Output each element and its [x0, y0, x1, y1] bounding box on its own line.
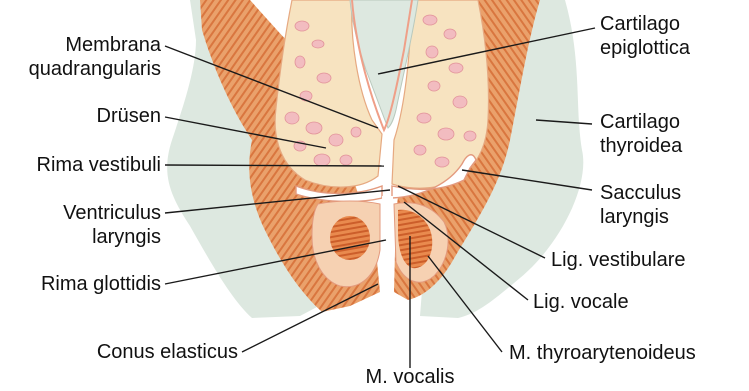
label-m-thyroarytenoideus: M. thyroarytenoideus	[509, 341, 696, 365]
label-rima-vestibuli: Rima vestibuli	[6, 153, 161, 177]
label-lig-vocale: Lig. vocale	[533, 290, 629, 314]
label-line: Sacculus	[600, 181, 681, 205]
label-line: quadrangularis	[16, 57, 161, 81]
label-sacculus-laryngis: Sacculus laryngis	[600, 181, 681, 229]
label-line: thyroidea	[600, 134, 682, 158]
label-ventriculus-laryngis: Ventriculus laryngis	[16, 201, 161, 249]
label-lig-vestibulare: Lig. vestibulare	[551, 248, 686, 272]
label-druesen: Drüsen	[16, 104, 161, 128]
label-line: laryngis	[600, 205, 681, 229]
label-line: Cartilago	[600, 12, 690, 36]
glottis-gap	[382, 196, 394, 300]
label-rima-glottidis: Rima glottidis	[6, 272, 161, 296]
label-membrana-quadrangularis: Membrana quadrangularis	[16, 33, 161, 81]
label-cartilago-epiglottica: Cartilago epiglottica	[600, 12, 690, 60]
label-line: Ventriculus	[16, 201, 161, 225]
label-conus-elasticus: Conus elasticus	[60, 340, 238, 364]
label-m-vocalis: M. vocalis	[345, 365, 475, 389]
label-line: epiglottica	[600, 36, 690, 60]
label-line: Membrana	[16, 33, 161, 57]
label-line: Cartilago	[600, 110, 682, 134]
label-line: laryngis	[16, 225, 161, 249]
label-cartilago-thyroidea: Cartilago thyroidea	[600, 110, 682, 158]
vocalis-left	[330, 216, 370, 260]
